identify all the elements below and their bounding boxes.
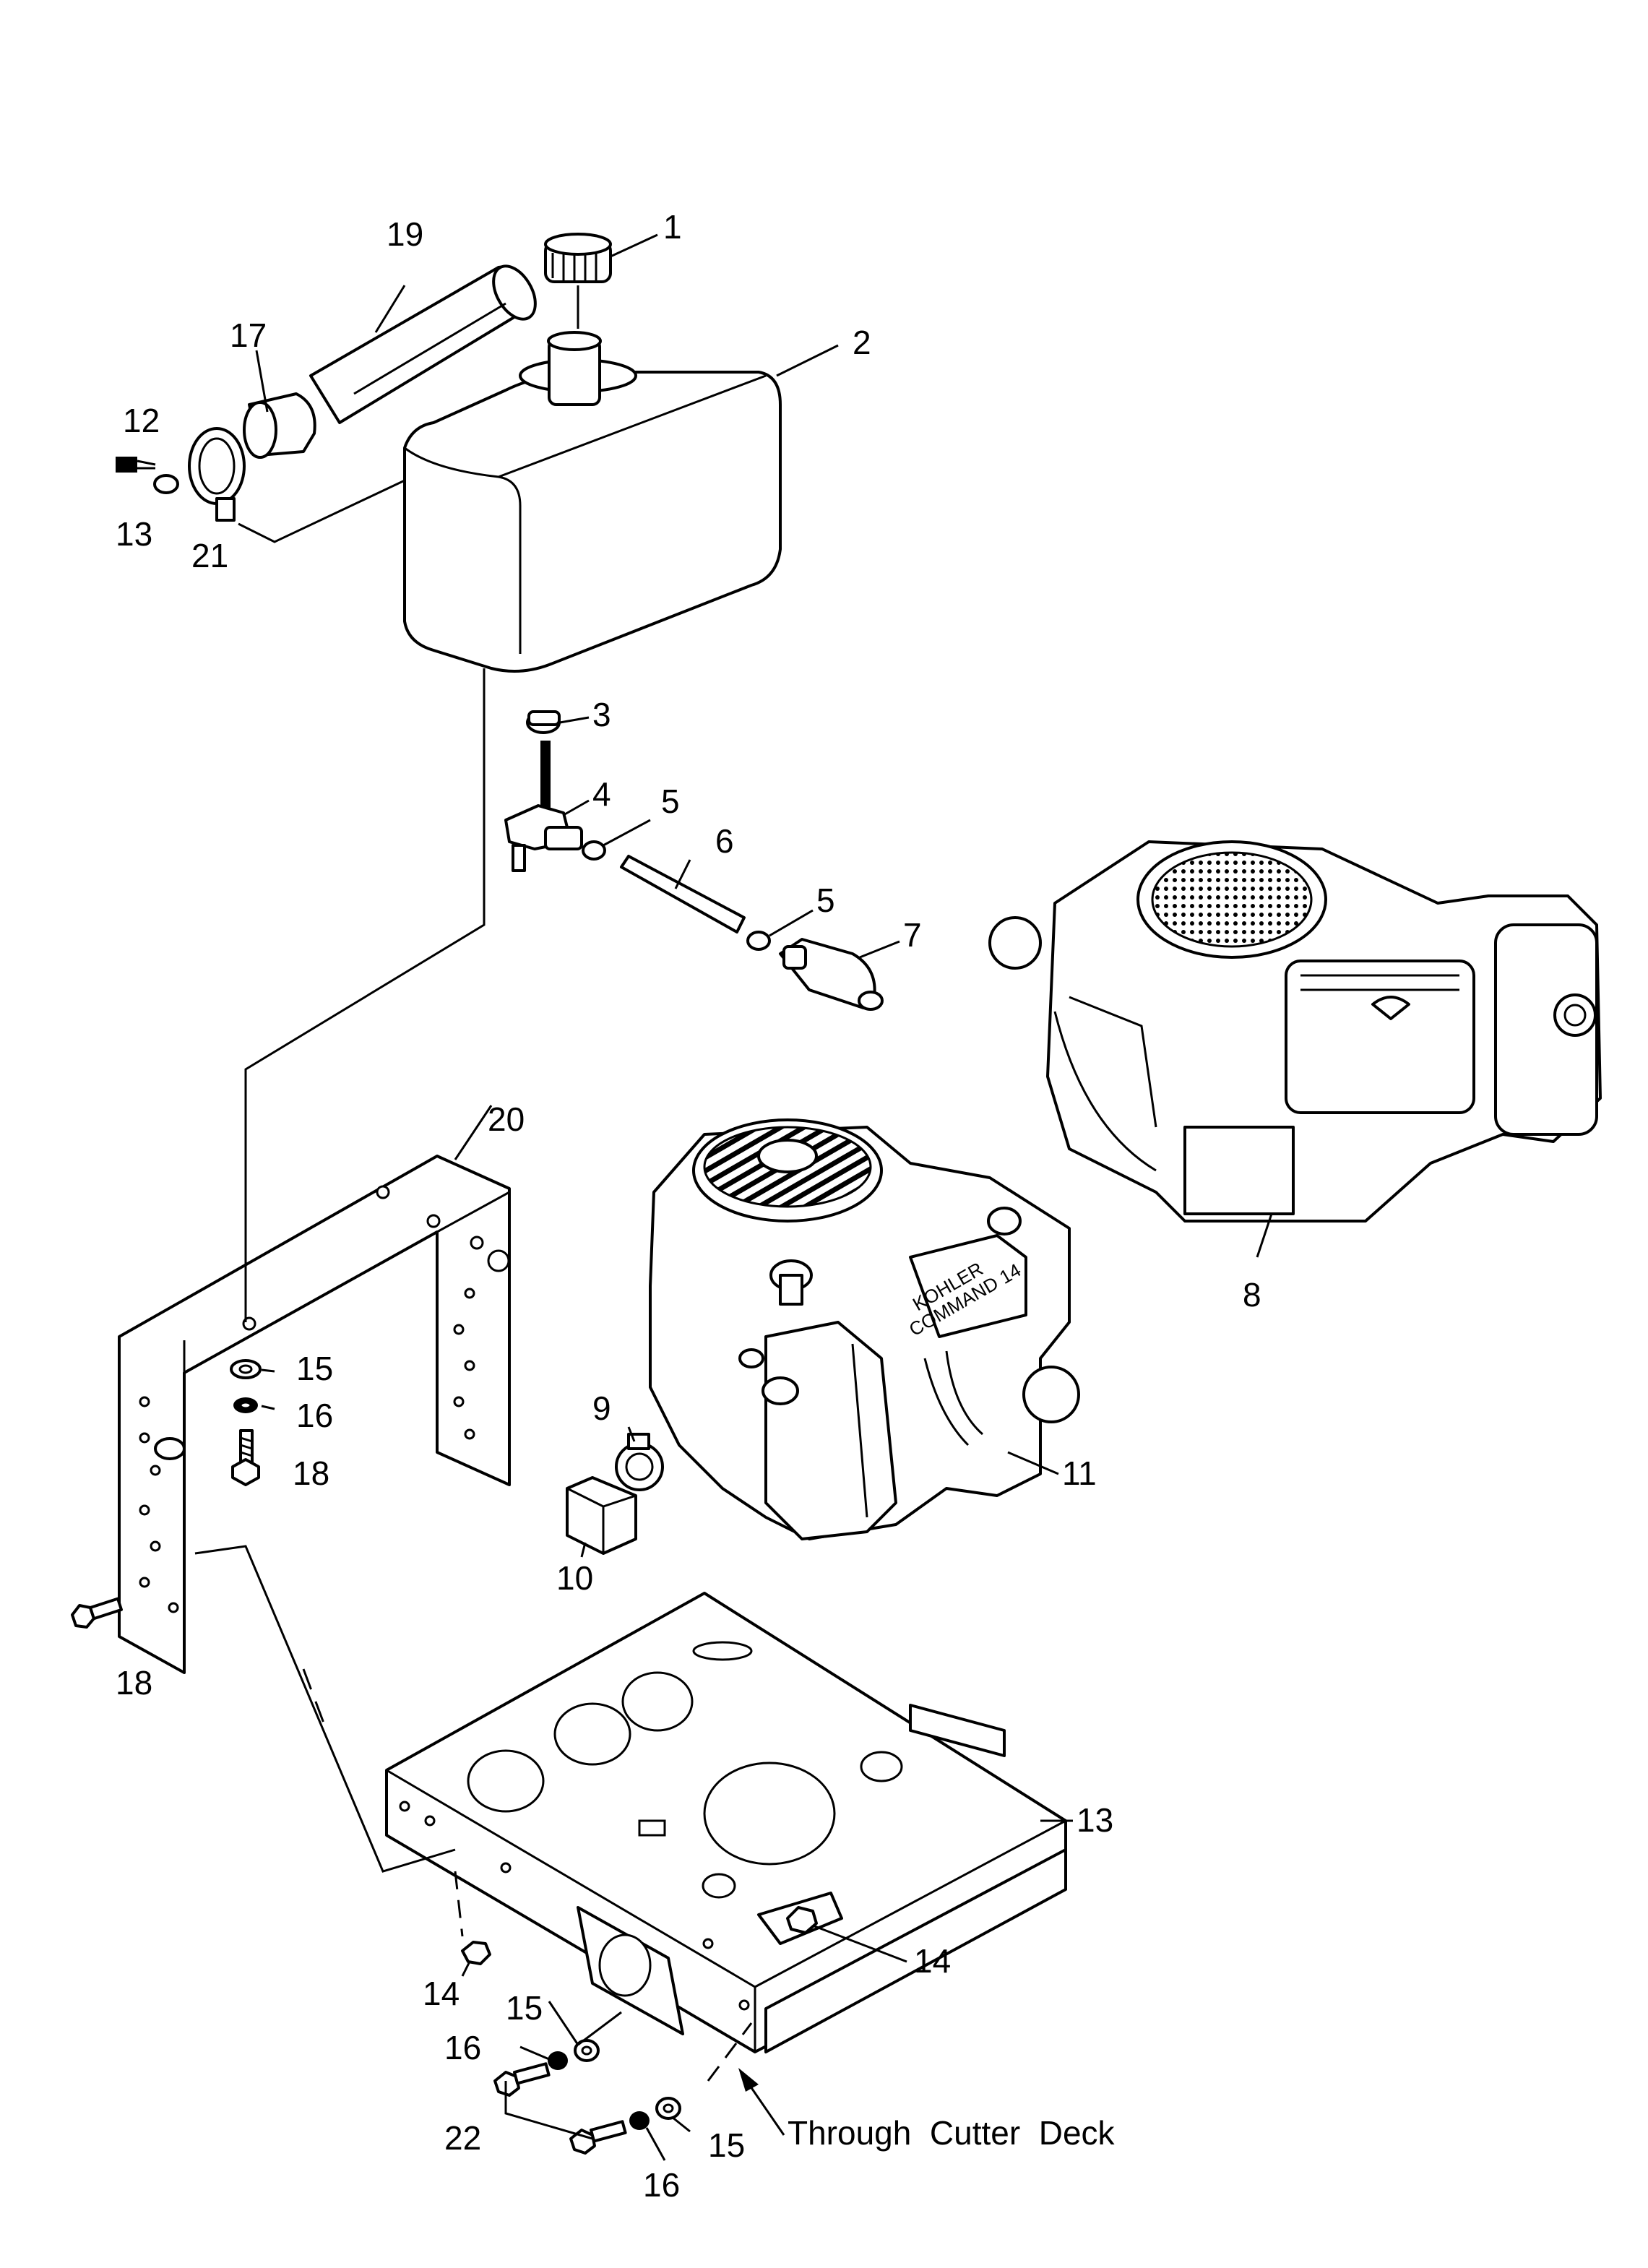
callout-21: 21	[191, 537, 228, 574]
bolt-12	[116, 457, 156, 473]
callout-12: 12	[123, 402, 160, 439]
callout-10: 10	[556, 1559, 593, 1597]
callout-11: 11	[1062, 1454, 1097, 1492]
callout-13a: 13	[116, 515, 152, 553]
fuel-filter	[779, 938, 884, 1011]
callout-15b: 15	[506, 1989, 543, 2027]
fuel-tank	[403, 331, 782, 673]
washer-15c	[655, 2097, 681, 2120]
callout-16a: 16	[296, 1397, 333, 1434]
callout-15c: 15	[708, 2126, 745, 2164]
callout-1: 1	[663, 208, 682, 246]
callout-18b: 18	[116, 1664, 152, 1702]
shutoff-valve	[504, 741, 583, 872]
cutter-deck-arrow	[738, 2068, 785, 2136]
sleeve	[243, 392, 316, 459]
bushing	[526, 710, 561, 734]
washer-15a	[230, 1359, 262, 1379]
engine-bracket	[118, 1155, 511, 1674]
bolt-22a	[493, 2062, 551, 2097]
callout-9: 9	[592, 1389, 611, 1427]
callout-16b: 16	[444, 2029, 481, 2066]
bolt-18a	[231, 1429, 260, 1486]
callout-7: 7	[903, 916, 922, 954]
callout-16c: 16	[643, 2166, 680, 2204]
callout-labels: 1 2 3 4 5 5 6 7 8 9 10 11 12 13 13 14 14…	[116, 208, 1261, 2204]
callout-4: 4	[592, 775, 611, 813]
assembly-lines	[194, 479, 753, 2140]
nut-14a	[461, 1941, 491, 1965]
nut-14b	[786, 1906, 818, 1934]
callout-20: 20	[488, 1100, 525, 1138]
callout-13b: 13	[1077, 1801, 1113, 1839]
callout-19: 19	[387, 215, 423, 253]
hose-clamp	[188, 427, 246, 522]
lockwasher-16c	[629, 2111, 650, 2130]
callout-3: 3	[592, 696, 611, 733]
callout-22: 22	[444, 2119, 481, 2157]
callout-2: 2	[853, 324, 871, 361]
vent-hose	[309, 264, 537, 424]
callout-14b: 14	[914, 1942, 951, 1980]
cutter-deck-label: Through Cutter Deck	[788, 2114, 1116, 2152]
frame-plate	[385, 1592, 1067, 2053]
engine-8	[988, 840, 1602, 1223]
bolt-22b	[569, 2120, 627, 2155]
callout-6: 6	[715, 822, 734, 860]
callout-18a: 18	[293, 1454, 329, 1492]
clamp-5b	[746, 931, 771, 951]
lockwasher-16b	[548, 2051, 568, 2070]
callout-15a: 15	[296, 1350, 333, 1387]
clamp-5a	[582, 840, 606, 861]
bolt-18b	[71, 1597, 123, 1629]
callout-14a: 14	[423, 1975, 460, 2012]
callout-5b: 5	[816, 881, 835, 919]
washer-13	[153, 474, 179, 494]
engine-11: KOHLER COMMAND 14	[649, 1118, 1080, 1540]
callout-8: 8	[1243, 1276, 1261, 1314]
washer-15b	[574, 2039, 600, 2062]
leader-lines	[255, 233, 1273, 2161]
fuel-cap	[544, 233, 612, 329]
connector-10	[566, 1476, 637, 1555]
callout-5a: 5	[661, 782, 680, 820]
clamp-9	[615, 1433, 664, 1491]
callout-17: 17	[230, 316, 267, 354]
fuel-hose	[620, 855, 746, 933]
lockwasher-16a	[233, 1397, 258, 1413]
